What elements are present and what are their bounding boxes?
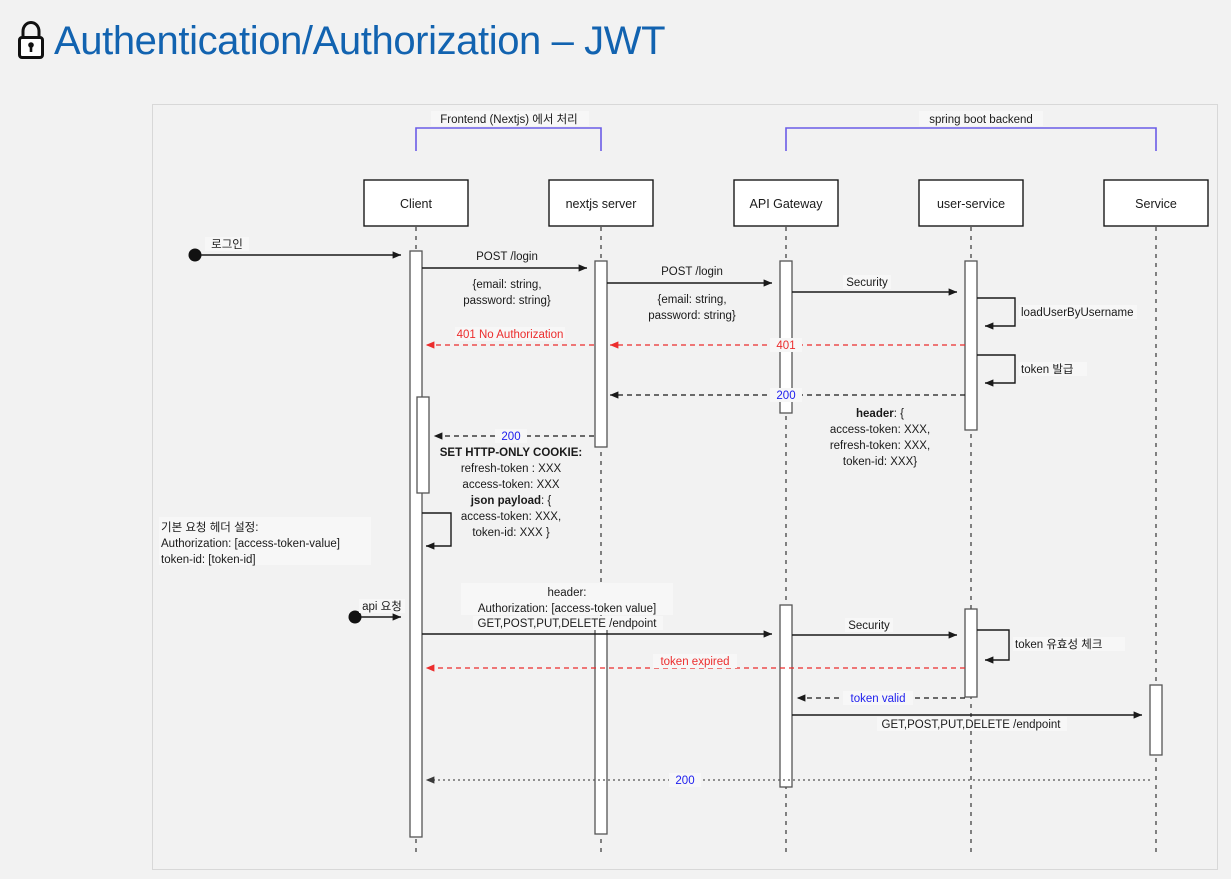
- message-token-expired: token expired: [425, 654, 965, 672]
- message-200-header: 200 header: { access-token: XXX, refresh…: [609, 388, 965, 468]
- message-200-final-label: 200: [675, 775, 694, 787]
- message-security-2-label: Security: [848, 620, 890, 632]
- participant-gateway-label: API Gateway: [750, 197, 824, 211]
- message-token-validity-check: token 유효성 체크: [977, 629, 1125, 664]
- message-200-final: 200: [425, 773, 1150, 787]
- activation-gateway-1: [779, 260, 793, 414]
- message-token-issue: token 발급: [977, 354, 1087, 387]
- participant-api-gateway[interactable]: API Gateway: [733, 179, 839, 227]
- message-endpoint-header-line2: Authorization: [access-token value]: [478, 603, 656, 615]
- header-keyword: header: [856, 408, 894, 420]
- cookie-refresh-token: refresh-token : XXX: [461, 463, 562, 475]
- participant-user-service[interactable]: user-service: [918, 179, 1024, 227]
- message-401-label: 401: [776, 340, 795, 352]
- message-token-valid-label: token valid: [851, 693, 906, 705]
- message-endpoint-methods-2: GET,POST,PUT,DELETE /endpoint: [882, 719, 1062, 731]
- actor-start-dot: [188, 248, 202, 262]
- message-endpoint-call-service: GET,POST,PUT,DELETE /endpoint: [792, 711, 1143, 731]
- message-security-1: Security: [792, 275, 958, 296]
- participant-client[interactable]: Client: [363, 179, 469, 227]
- participant-user-service-label: user-service: [937, 197, 1005, 211]
- activation-service: [1149, 684, 1163, 756]
- message-200-cookie-code: 200: [501, 431, 520, 443]
- cookie-title: SET HTTP-ONLY COOKIE:: [440, 447, 583, 459]
- message-api-request-label: api 요청: [362, 600, 402, 613]
- message-200-header-line3: refresh-token: XXX,: [830, 440, 930, 452]
- message-post-login-2: POST /login {email: string, password: st…: [607, 266, 773, 322]
- message-token-expired-label: token expired: [660, 656, 729, 668]
- message-token-valid: token valid: [796, 691, 965, 705]
- message-200-header-line2: access-token: XXX,: [830, 424, 930, 436]
- page-title-text: Authentication/Authorization – JWT: [54, 18, 666, 63]
- message-login-label: 로그인: [211, 238, 243, 251]
- page-title: Authentication/Authorization – JWT: [14, 10, 666, 72]
- message-401-no-auth-label: 401 No Authorization: [457, 329, 564, 341]
- sequence-diagram-card: Frontend (Nextjs) 에서 처리 spring boot back…: [152, 104, 1218, 870]
- message-post-login-2-label: POST /login: [661, 266, 723, 278]
- message-200-cookie: 200 SET HTTP-ONLY COOKIE: refresh-token …: [433, 429, 594, 539]
- participant-service[interactable]: Service: [1103, 179, 1209, 227]
- message-security-1-label: Security: [846, 277, 888, 289]
- payload-title: json payload: {: [470, 495, 552, 507]
- cookie-access-token: access-token: XXX: [462, 479, 559, 491]
- group-backend: spring boot backend: [785, 111, 1157, 151]
- note-default-header-line3: token-id: [token-id]: [161, 554, 256, 566]
- header-keyword-rest: : {: [894, 408, 904, 420]
- message-post-login-1: POST /login {email: string, password: st…: [422, 251, 588, 307]
- note-default-header-line2: Authorization: [access-token-value]: [161, 538, 340, 550]
- message-endpoint-header-line1: header:: [547, 587, 586, 599]
- activation-client: [409, 250, 423, 838]
- activation-nextjs-1: [594, 260, 608, 448]
- message-200-header-code: 200: [776, 390, 795, 402]
- participant-nextjs-label: nextjs server: [566, 197, 637, 211]
- group-frontend-label: Frontend (Nextjs) 에서 처리: [440, 113, 578, 126]
- message-200-header-line4: token-id: XXX}: [843, 456, 917, 468]
- message-api-request: api 요청: [348, 599, 405, 624]
- message-load-user-by-username: loadUserByUsername: [977, 297, 1137, 330]
- participant-nextjs-server[interactable]: nextjs server: [548, 179, 654, 227]
- sequence-diagram-svg: Frontend (Nextjs) 에서 처리 spring boot back…: [159, 111, 1209, 855]
- note-default-header-line1: 기본 요청 헤더 설정:: [161, 521, 258, 534]
- message-post-login-1-body-line1: {email: string,: [472, 279, 541, 291]
- payload-keyword: json payload: [470, 495, 541, 507]
- payload-token-id: token-id: XXX }: [472, 527, 550, 539]
- message-endpoint-methods-1: GET,POST,PUT,DELETE /endpoint: [478, 618, 658, 630]
- message-security-2: Security: [792, 618, 958, 639]
- message-load-user-label: loadUserByUsername: [1021, 307, 1134, 319]
- participant-service-label: Service: [1135, 197, 1177, 211]
- activation-client-nested: [416, 396, 430, 494]
- message-token-issue-label: token 발급: [1021, 363, 1074, 376]
- message-endpoint-call: header: Authorization: [access-token val…: [422, 583, 773, 638]
- activation-user-service-1: [964, 260, 978, 431]
- participant-client-label: Client: [400, 197, 432, 211]
- group-backend-label: spring boot backend: [929, 114, 1033, 126]
- message-401-no-auth: 401 No Authorization: [425, 327, 594, 349]
- group-frontend: Frontend (Nextjs) 에서 처리: [415, 111, 602, 151]
- lock-icon: [18, 20, 44, 59]
- message-default-headers-note: 기본 요청 헤더 설정: Authorization: [access-toke…: [159, 512, 452, 566]
- message-post-login-1-body-line2: password: string}: [463, 295, 551, 307]
- actor-api-dot: [348, 610, 362, 624]
- message-token-check-label: token 유효성 체크: [1015, 638, 1102, 651]
- message-post-login-2-body-line1: {email: string,: [657, 294, 726, 306]
- message-200-header-line1: header: {: [856, 408, 904, 420]
- activation-nextjs-2: [594, 620, 608, 835]
- payload-keyword-rest: : {: [541, 495, 551, 507]
- activation-gateway-2: [779, 604, 793, 788]
- payload-access-token: access-token: XXX,: [461, 511, 561, 523]
- message-post-login-1-label: POST /login: [476, 251, 538, 263]
- activation-user-service-2: [964, 608, 978, 698]
- message-post-login-2-body-line2: password: string}: [648, 310, 736, 322]
- message-401: 401: [609, 338, 965, 352]
- message-login: 로그인: [188, 237, 402, 262]
